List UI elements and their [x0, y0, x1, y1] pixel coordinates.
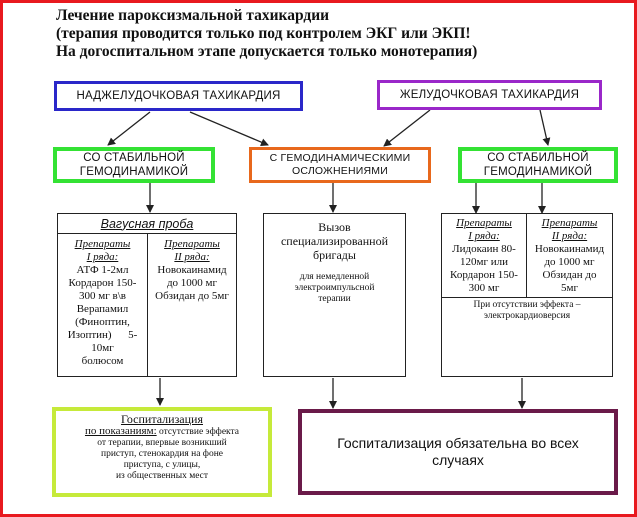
svt-first-header-2: I ряда: [86, 251, 119, 263]
arrow-svt-to-stable [107, 111, 151, 146]
vt-box: ЖЕЛУДОЧКОВАЯ ТАХИКАРДИЯ [377, 80, 602, 110]
vt-first-header-1: Препараты [456, 217, 512, 229]
hosp-right-line-1: Госпитализация обязательна во всех [337, 435, 579, 451]
vt-second-header-1: Препараты [541, 217, 598, 229]
svt-first-line: Препараты I ряда: АТФ 1-2мл Кордарон 150… [58, 234, 148, 376]
title-line-2: (терапия проводится только под контролем… [56, 25, 471, 42]
svt-first-drug-8: болюсом [81, 355, 124, 367]
vt-treatment-box: Препараты I ряда: Лидокаин 80- 120мг или… [441, 213, 613, 377]
vt-note-line-2: электрокардиоверсия [483, 311, 571, 321]
complications-box: С ГЕМОДИНАМИЧЕСКИМИ ОСЛОЖНЕНИЯМИ [249, 147, 431, 183]
team-sub-line-3: терапии [318, 294, 351, 304]
hosp-left-title: Госпитализация [120, 412, 203, 426]
vt-note: При отсутствии эффекта – электрокардиове… [442, 300, 612, 322]
team-line-1: Вызов [318, 220, 351, 234]
complications-line-1: С ГЕМОДИНАМИЧЕСКИМИ [269, 152, 411, 164]
hosp-left-box: Госпитализация по показаниям: отсутствие… [52, 407, 272, 497]
vt-second-line: Препараты II ряда: Новокаинамид до 1000 … [527, 214, 612, 298]
vt-first-drug-2: 120мг или [460, 256, 508, 268]
vt-second-drug-1: Новокаинамид [534, 243, 605, 255]
svt-first-header-1: Препараты [74, 238, 131, 250]
stable-right-box: СО СТАБИЛЬНОЙ ГЕМОДИНАМИКОЙ [458, 147, 618, 183]
arrow-vt-to-complications [383, 109, 431, 147]
title-line-3: На догоспитальном этапе допускается толь… [56, 43, 478, 60]
hosp-left-line-5: из общественных мест [115, 471, 209, 481]
vt-first-drug-1: Лидокаин 80- [452, 243, 516, 255]
vt-second-drug-2: до 1000 мг [544, 256, 595, 268]
team-line-2: специализированной [280, 234, 389, 248]
svt-first-drug-5: (Финоптин, [75, 316, 130, 328]
vt-first-drug-3: Кордарон 150- [450, 269, 518, 281]
stable-left-line-1: СО СТАБИЛЬНОЙ [83, 152, 185, 164]
stable-left-box: СО СТАБИЛЬНОЙ ГЕМОДИНАМИКОЙ [53, 147, 215, 183]
vt-first-drug-4: 300 мг [468, 282, 500, 294]
svt-second-drug-3: Обзидан до 5мг [155, 290, 229, 302]
svt-first-drug-2: Кордарон 150- [68, 277, 137, 289]
stable-left-line-2: ГЕМОДИНАМИКОЙ [79, 166, 189, 178]
svt-second-line: Препараты II ряда: Новокаинамид до 1000 … [148, 234, 236, 376]
svt-second-header-1: Препараты [164, 238, 220, 250]
hosp-left-line-4: приступа, с улицы, [123, 460, 201, 470]
vt-second-drug-4: 5мг [561, 282, 578, 294]
team-sub-line-1: для немедленной [299, 272, 370, 282]
arrow-vt-to-stable [539, 109, 551, 146]
svt-box: НАДЖЕЛУДОЧКОВАЯ ТАХИКАРДИЯ [54, 81, 303, 111]
complications-line-2: ОСЛОЖНЕНИЯМИ [292, 165, 388, 177]
svt-second-drug-2: до 1000 мг [166, 277, 218, 289]
arrow-svt-to-complications [189, 111, 269, 146]
vagal-maneuver: Вагусная проба [58, 214, 236, 234]
vt-second-header-2: II ряда: [551, 230, 588, 242]
svt-first-drug-6: Изоптин) 5- [67, 329, 138, 341]
svt-first-drug-4: Верапамил [76, 303, 129, 315]
hosp-left-indications: по показаниям: [84, 425, 157, 437]
title-line-1: Лечение пароксизмальной тахикардии [56, 7, 330, 24]
vt-first-line: Препараты I ряда: Лидокаин 80- 120мг или… [442, 214, 527, 298]
vt-note-line-1: При отсутствии эффекта – [473, 300, 581, 310]
svt-second-drug-1: Новокаинамид [157, 264, 227, 276]
team-line-3: бригады [313, 248, 356, 262]
svt-first-drug-7: 10мг [91, 342, 114, 354]
svt-second-header-2: II ряда: [174, 251, 210, 263]
stable-right-line-2: ГЕМОДИНАМИКОЙ [483, 166, 593, 178]
hosp-left-line-3: приступ, стенокардия на фоне [100, 449, 224, 459]
vt-first-header-2: I ряда: [468, 230, 500, 242]
team-sub-line-2: электроимпульсной [294, 283, 375, 293]
hosp-left-line-1: по показаниям: отсутствие эффекта [56, 426, 268, 438]
svt-first-drug-1: АТФ 1-2мл [76, 264, 129, 276]
team-call-box: Вызов специализированной бригады для нем… [263, 213, 406, 377]
svt-first-drug-3: 300 мг в\в [79, 290, 126, 302]
vt-second-drug-3: Обзидан до [542, 269, 597, 281]
svt-treatment-box: Вагусная проба Препараты I ряда: АТФ 1-2… [57, 213, 237, 377]
hosp-left-line-1-rest: отсутствие эффекта [156, 427, 240, 437]
stable-right-line-1: СО СТАБИЛЬНОЙ [487, 152, 589, 164]
hosp-right-box: Госпитализация обязательна во всех случа… [298, 409, 618, 495]
hosp-right-line-2: случаях [432, 452, 484, 468]
hosp-left-line-2: от терапии, впервые возникший [97, 438, 227, 448]
